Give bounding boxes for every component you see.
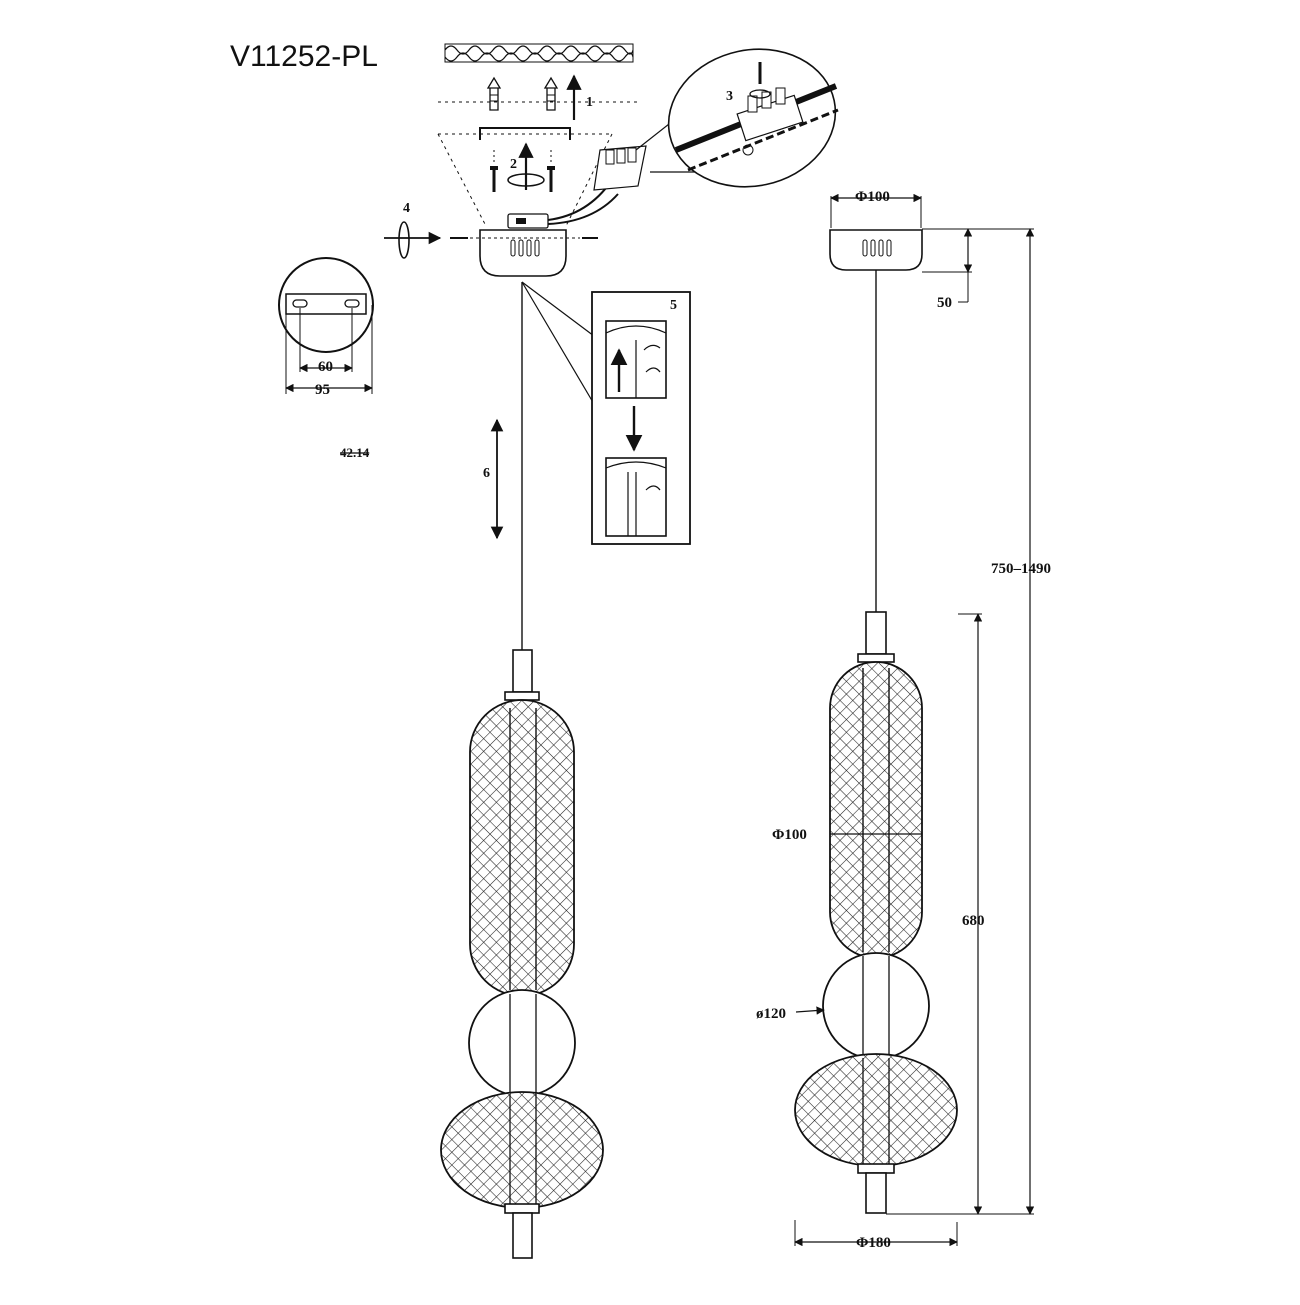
step6-label: 6: [483, 466, 490, 481]
ref-code: 42.14: [340, 445, 370, 460]
model-code: V11252-PL: [230, 40, 378, 73]
step2-label: 2: [510, 157, 517, 172]
step2-rotate-icon: [507, 173, 545, 187]
wall-anchor-right-icon: [543, 76, 559, 111]
left-pendant: [440, 282, 604, 1259]
upper-shade-diameter-label: Φ100: [772, 827, 807, 843]
screw-left-icon: [490, 166, 498, 192]
canopy-height-label: 50: [937, 295, 952, 311]
canopy-left: [479, 179, 619, 277]
step3-label: 3: [726, 89, 733, 104]
screw-right-icon: [547, 166, 555, 192]
step4-label: 4: [403, 201, 410, 216]
ceiling-hatch: [444, 43, 634, 63]
bracket-width-label: 95: [315, 382, 330, 398]
cable-adjust-detail: [521, 281, 691, 545]
overall-height-label: 750–1490: [991, 561, 1051, 577]
dimension-lines: [794, 193, 1035, 1247]
step1-label: 1: [586, 95, 593, 110]
canopy-diameter-label: Φ100: [855, 189, 890, 205]
wall-anchor-left-icon: [486, 76, 502, 111]
wiring-detail-callout: [635, 48, 839, 188]
bracket-hole-spacing-label: 60: [318, 359, 333, 375]
bracket-top-view: [278, 257, 374, 394]
shade-height-label: 680: [962, 913, 985, 929]
right-pendant: [794, 229, 958, 1214]
bottom-diameter-label: Φ180: [856, 1235, 891, 1251]
mounting-bracket: [437, 127, 613, 227]
terminal-block-icon: [593, 145, 647, 191]
step5-label: 5: [670, 298, 677, 313]
sphere-diameter-label: ø120: [756, 1006, 786, 1022]
step4-rotate-icon: [398, 221, 410, 259]
